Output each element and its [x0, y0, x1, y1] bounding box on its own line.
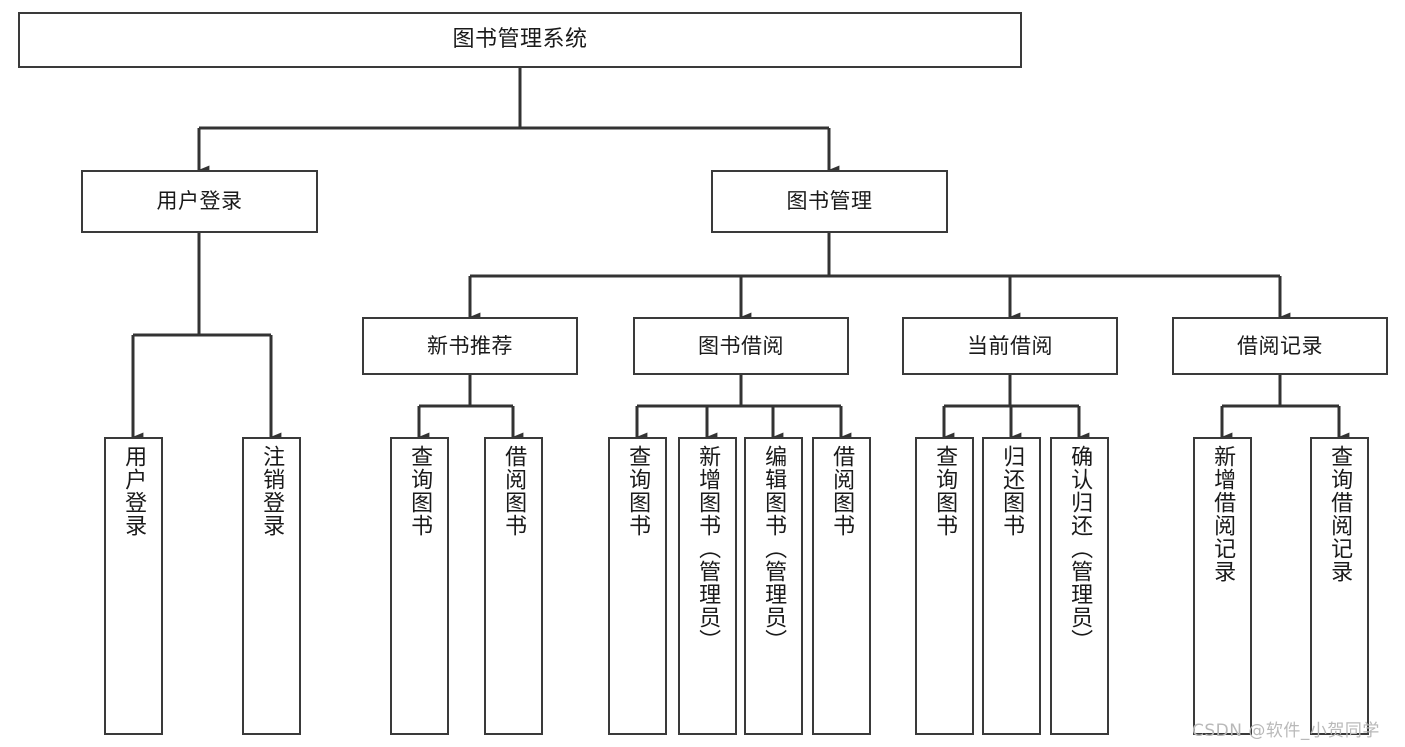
node-leaf-query-book-3-label: 查询图书	[932, 445, 958, 537]
node-leaf-borrow-book-2[interactable]: 借阅图书	[812, 437, 871, 735]
node-user-login-label: 用户登录	[156, 189, 243, 214]
node-leaf-return-book-label: 归还图书	[999, 445, 1025, 537]
node-leaf-logout-login-label: 注销登录	[259, 445, 285, 537]
node-leaf-edit-book[interactable]: 编辑图书（管理员）	[744, 437, 803, 735]
node-leaf-query-book-2[interactable]: 查询图书	[608, 437, 667, 735]
node-book-borrow[interactable]: 图书借阅	[633, 317, 849, 375]
node-leaf-query-book-1-label: 查询图书	[407, 445, 433, 537]
node-leaf-add-record[interactable]: 新增借阅记录	[1193, 437, 1252, 735]
node-leaf-confirm-return[interactable]: 确认归还（管理员）	[1050, 437, 1109, 735]
node-leaf-user-login-label: 用户登录	[121, 445, 147, 537]
node-new-book-recommend-label: 新书推荐	[427, 333, 513, 358]
node-leaf-borrow-book-2-label: 借阅图书	[829, 445, 855, 537]
node-root-label: 图书管理系统	[452, 27, 588, 53]
node-leaf-query-book-1[interactable]: 查询图书	[390, 437, 449, 735]
watermark: CSDN @软件_小贺同学	[1192, 721, 1380, 741]
node-leaf-user-login[interactable]: 用户登录	[104, 437, 163, 735]
node-leaf-query-book-3[interactable]: 查询图书	[915, 437, 974, 735]
node-leaf-logout-login[interactable]: 注销登录	[242, 437, 301, 735]
node-new-book-recommend[interactable]: 新书推荐	[362, 317, 578, 375]
node-leaf-borrow-book-1[interactable]: 借阅图书	[484, 437, 543, 735]
node-leaf-query-book-2-label: 查询图书	[625, 445, 651, 537]
node-borrow-record[interactable]: 借阅记录	[1172, 317, 1388, 375]
node-leaf-add-book[interactable]: 新增图书（管理员）	[678, 437, 737, 735]
node-book-borrow-label: 图书借阅	[698, 333, 784, 358]
node-leaf-add-book-label: 新增图书（管理员）	[695, 445, 721, 652]
node-leaf-confirm-return-label: 确认归还（管理员）	[1067, 445, 1093, 652]
node-leaf-query-record-label: 查询借阅记录	[1327, 445, 1353, 583]
node-leaf-return-book[interactable]: 归还图书	[982, 437, 1041, 735]
node-borrow-record-label: 借阅记录	[1237, 333, 1323, 358]
node-current-borrow[interactable]: 当前借阅	[902, 317, 1118, 375]
node-book-management[interactable]: 图书管理	[711, 170, 948, 233]
node-leaf-query-record[interactable]: 查询借阅记录	[1310, 437, 1369, 735]
node-leaf-edit-book-label: 编辑图书（管理员）	[761, 445, 787, 652]
node-user-login[interactable]: 用户登录	[81, 170, 318, 233]
node-leaf-borrow-book-1-label: 借阅图书	[501, 445, 527, 537]
node-root[interactable]: 图书管理系统	[18, 12, 1022, 68]
node-book-management-label: 图书管理	[786, 189, 873, 214]
node-current-borrow-label: 当前借阅	[967, 333, 1053, 358]
node-leaf-add-record-label: 新增借阅记录	[1210, 445, 1236, 583]
